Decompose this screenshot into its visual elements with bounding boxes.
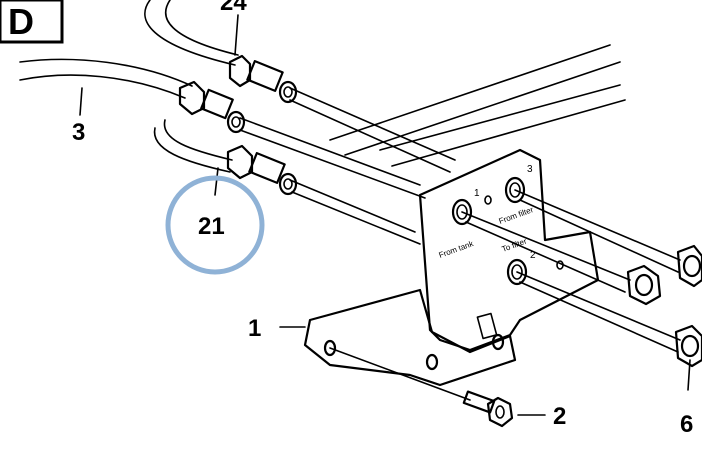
frame-rails — [329, 44, 626, 167]
callout-6: 6 — [680, 411, 693, 438]
port-number-3: 3 — [527, 164, 533, 175]
section-letter: D — [8, 1, 34, 42]
callout-leaders — [79, 14, 691, 416]
fitting-24 — [228, 54, 298, 104]
nut-upper-right — [676, 244, 702, 288]
callout-2: 2 — [553, 403, 566, 430]
highlight-ring — [165, 175, 265, 275]
nut-leaders — [461, 189, 681, 353]
hoses — [19, 0, 456, 245]
nut-lower-right — [674, 324, 702, 368]
bracket — [303, 148, 600, 387]
port-number-1: 1 — [474, 188, 480, 199]
port-number-2: 2 — [530, 250, 536, 261]
callout-21: 21 — [198, 213, 225, 240]
callouts: 24 3 21 1 2 6 — [72, 0, 693, 438]
callout-1: 1 — [248, 315, 261, 342]
fitting-3 — [178, 80, 246, 134]
section-label-box: D — [0, 0, 64, 44]
callout-24: 24 — [220, 0, 247, 16]
port-label-from-tank: From tank — [438, 239, 476, 260]
callout-3: 3 — [72, 119, 85, 146]
bolt — [329, 347, 514, 428]
port-label-from-filter: From filter — [498, 205, 535, 226]
nut-left — [626, 264, 662, 306]
fitting-21 — [226, 144, 298, 196]
